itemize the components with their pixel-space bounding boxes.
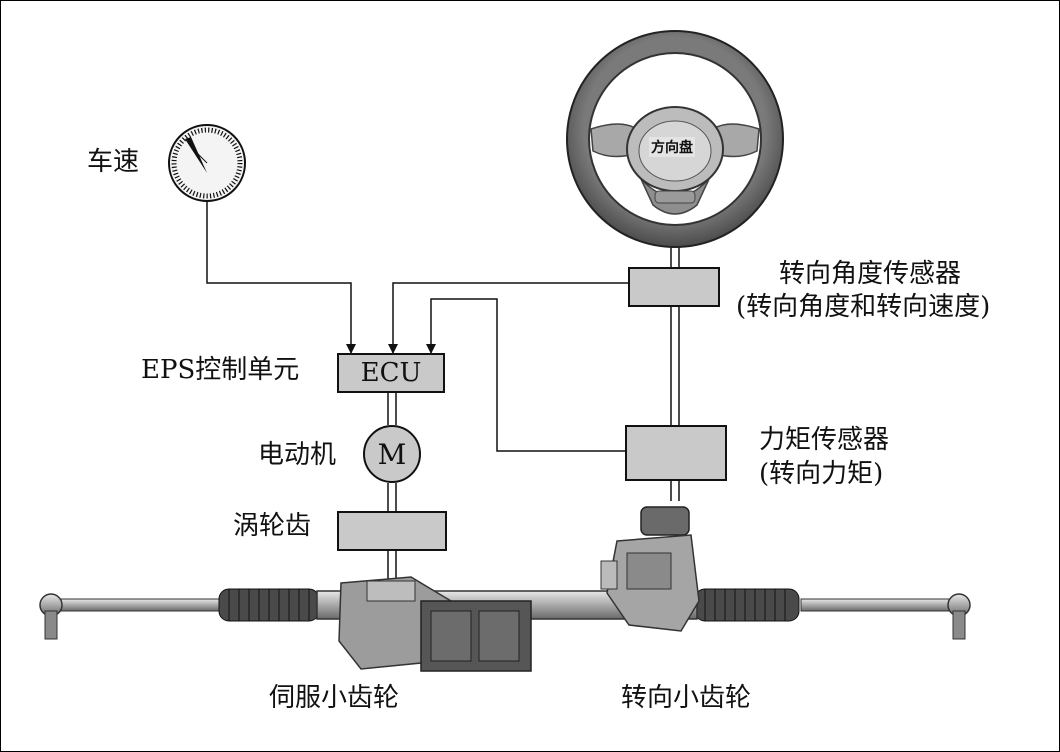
- torque-sensor: [625, 425, 727, 481]
- torque-sensor-title: 力矩传感器: [759, 425, 890, 455]
- steering-wheel-label: 方向盘: [649, 137, 695, 157]
- worm-gear-box: [337, 511, 447, 551]
- motor-label: 电动机: [258, 440, 337, 470]
- speed-signal-line: [206, 201, 356, 354]
- torque-sensor-subtitle: (转向力矩): [759, 459, 884, 489]
- steering-angle-sensor: [628, 267, 720, 307]
- steering-pinion-label: 转向小齿轮: [621, 683, 752, 713]
- angle-signal-line: [388, 282, 629, 354]
- eps-control-unit-label: EPS控制单元: [141, 355, 300, 385]
- torque-signal-line: [426, 298, 627, 452]
- motor-shaft: [387, 393, 397, 581]
- angle-sensor-subtitle: (转向角度和转向速度): [736, 292, 991, 322]
- ecu-box: ECU: [337, 353, 445, 393]
- angle-sensor-title: 转向角度传感器: [779, 259, 962, 289]
- servo-pinion-label: 伺服小齿轮: [269, 683, 400, 713]
- steering-rack-icon: [39, 506, 971, 672]
- speedometer-icon: [168, 124, 246, 202]
- motor-symbol: M: [363, 425, 421, 483]
- vehicle-speed-label: 车速: [87, 147, 140, 177]
- steering-wheel-icon: [566, 30, 784, 248]
- worm-gear-label: 涡轮齿: [233, 511, 312, 541]
